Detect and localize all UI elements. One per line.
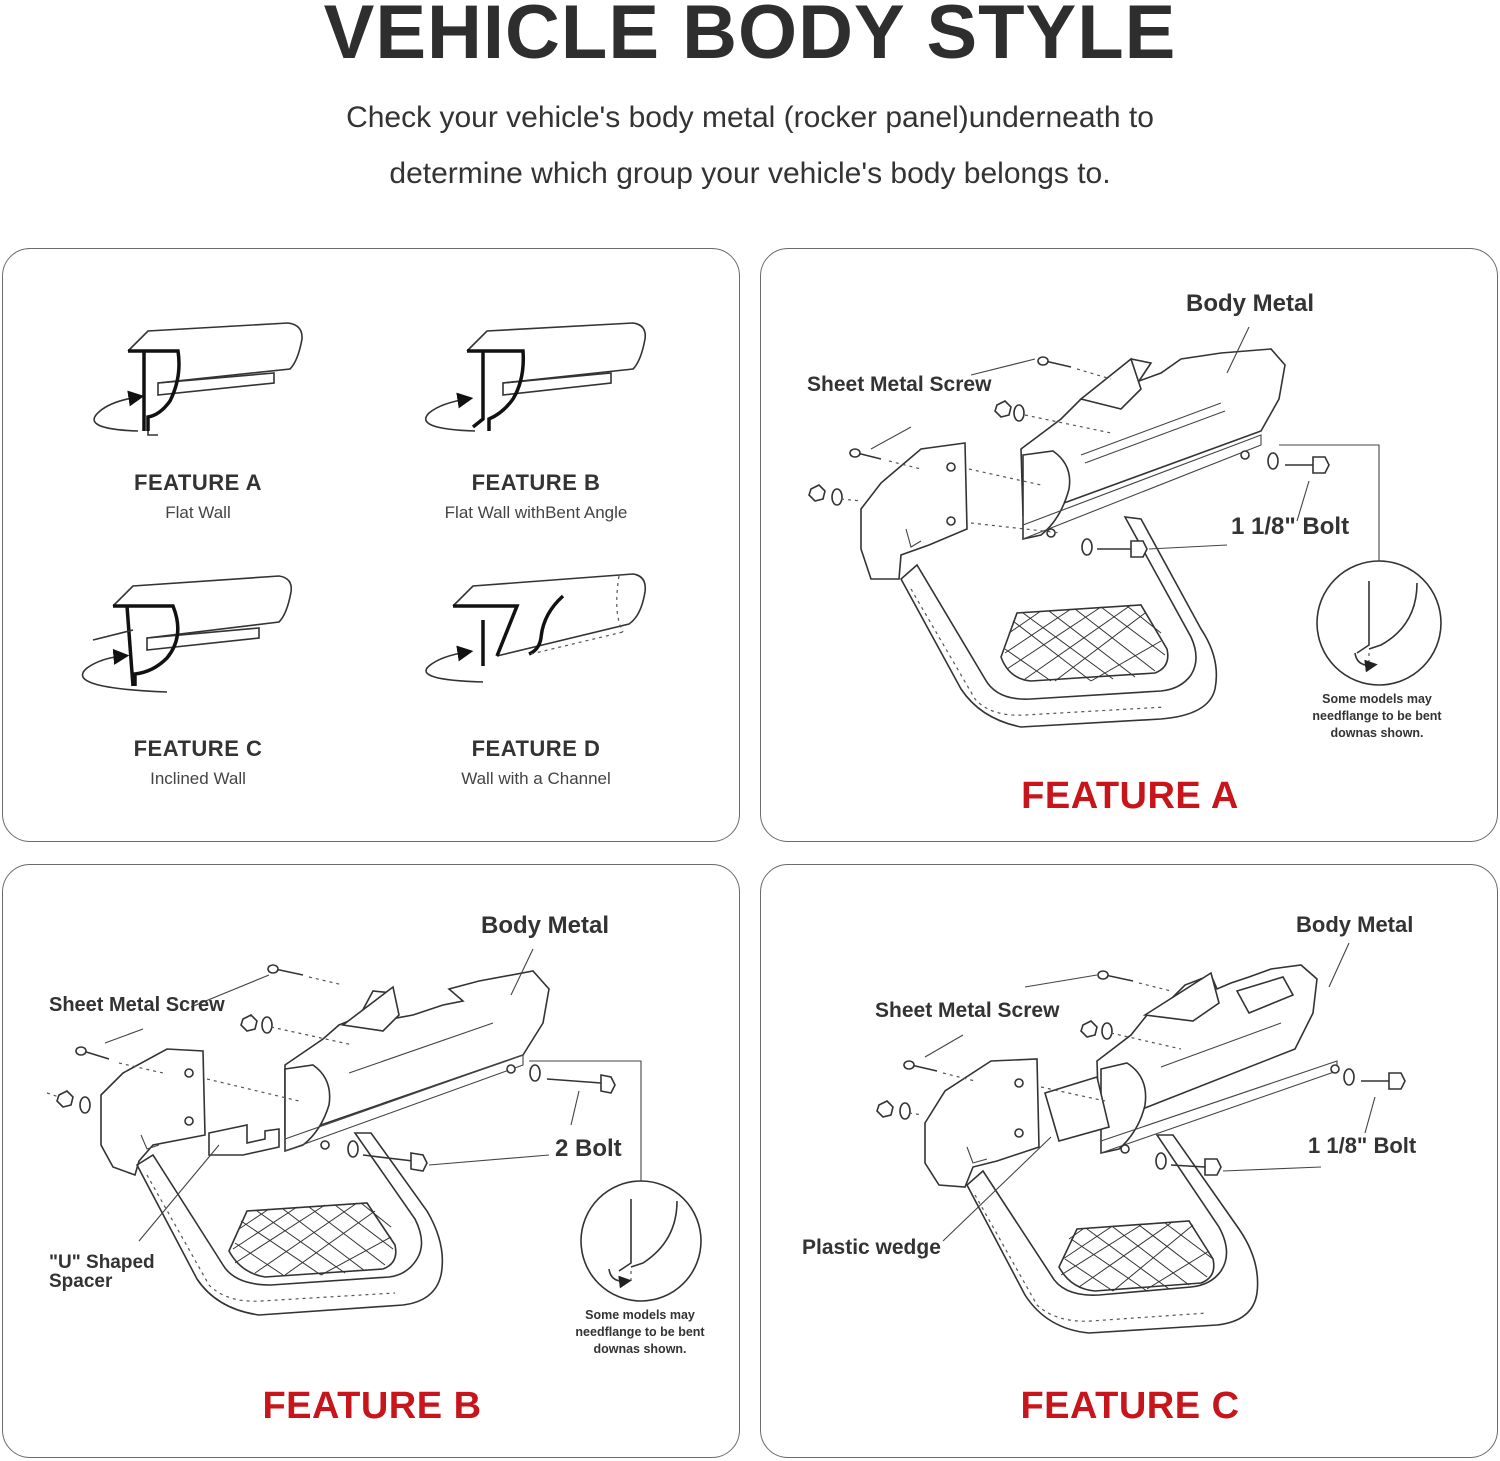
subtitle-line-2: determine which group your vehicle's bod… <box>389 157 1111 190</box>
feature-a-install-drawing <box>808 326 1442 728</box>
feature-a-panel: Body Metal Sheet Metal Screw 1 1/8" Bolt… <box>760 248 1498 842</box>
sheet-metal-screw-label: Sheet Metal Screw <box>807 373 992 396</box>
flange-inset-circle <box>1316 560 1442 686</box>
feature-c-desc: Inclined Wall <box>150 769 246 788</box>
feature-b-install-drawing <box>46 948 702 1316</box>
feature-d-name: FEATURE D <box>471 736 601 761</box>
feature-b-name: FEATURE B <box>471 470 601 495</box>
feature-a-label: FEATURE A <box>1021 775 1239 817</box>
page-title: VEHICLE BODY STYLE <box>323 0 1177 75</box>
profile-b-drawing <box>424 322 647 432</box>
flange-inset-circle <box>580 1180 702 1302</box>
bolt-label: 2 Bolt <box>555 1135 622 1162</box>
sheet-metal-screw-label: Sheet Metal Screw <box>875 999 1060 1022</box>
feature-c-panel: Body Metal Sheet Metal Screw 1 1/8" Bolt… <box>760 864 1498 1458</box>
feature-overview-panel: FEATURE A Flat Wall FEATURE B Flat Wall … <box>2 248 740 842</box>
feature-b-label: FEATURE B <box>262 1385 482 1427</box>
feature-c-label: FEATURE C <box>1020 1385 1240 1427</box>
feature-c-name: FEATURE C <box>133 736 263 761</box>
body-metal-label: Body Metal <box>481 912 610 939</box>
profile-a-drawing <box>93 322 303 436</box>
feature-b-panel: Body Metal Sheet Metal Screw 2 Bolt "U" … <box>2 864 740 1458</box>
feature-c-install-drawing <box>876 942 1406 1334</box>
feature-d-desc: Wall with a Channel <box>461 769 611 788</box>
feature-a-desc: Flat Wall <box>165 503 231 522</box>
tread-mesh <box>228 1202 397 1278</box>
bolt-label: 1 1/8" Bolt <box>1231 513 1350 540</box>
tread-mesh <box>1000 604 1169 682</box>
subtitle-line-1: Check your vehicle's body metal (rocker … <box>346 101 1154 134</box>
screw-hardware <box>56 964 616 1172</box>
profile-d-drawing <box>425 573 647 683</box>
sheet-metal-screw-label: Sheet Metal Screw <box>49 994 225 1016</box>
profile-c-drawing <box>81 575 293 693</box>
feature-b-desc: Flat Wall withBent Angle <box>444 503 628 522</box>
tread-mesh <box>1058 1220 1215 1292</box>
bolt-label: 1 1/8" Bolt <box>1308 1133 1417 1158</box>
screw-hardware <box>876 970 1406 1176</box>
body-metal-label: Body Metal <box>1296 912 1414 937</box>
profile-drawings <box>81 322 647 693</box>
plastic-wedge-label: Plastic wedge <box>802 1236 941 1259</box>
feature-a-name: FEATURE A <box>134 470 262 495</box>
body-metal-label: Body Metal <box>1186 290 1315 317</box>
screw-hardware <box>808 356 1330 558</box>
